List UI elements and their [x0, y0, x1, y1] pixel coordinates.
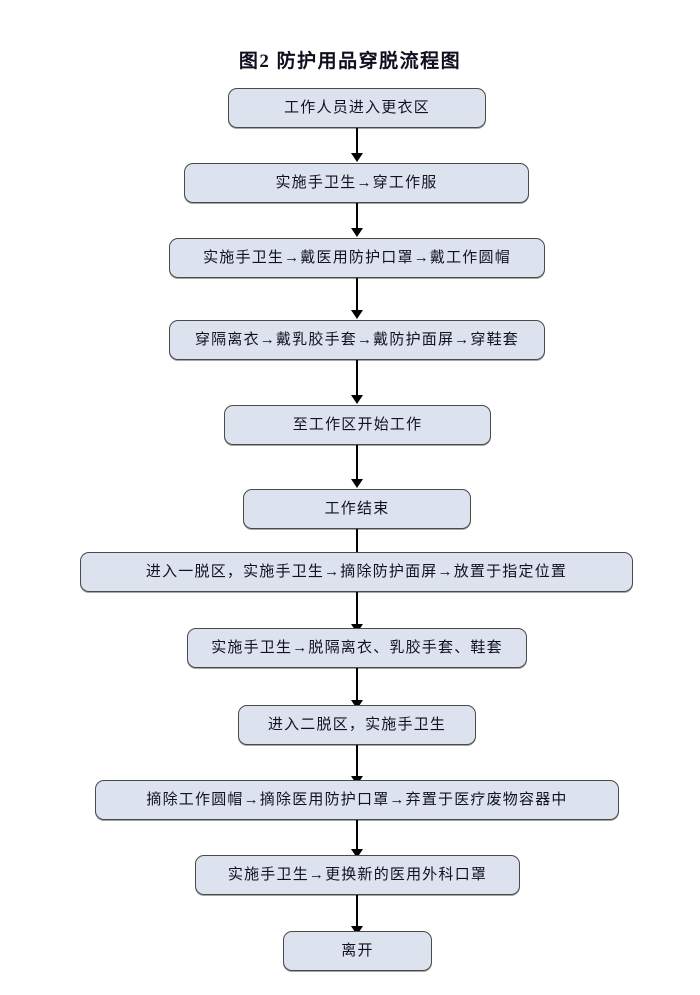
flow-node-12[interactable]: 离开 — [283, 931, 432, 971]
flow-node-11[interactable]: 实施手卫生→更换新的医用外科口罩 — [195, 855, 520, 895]
flow-arrow-2-3 — [350, 203, 364, 237]
flow-node-label: 实施手卫生→脱隔离衣、乳胶手套、鞋套 — [211, 640, 503, 656]
flow-node-7[interactable]: 进入一脱区，实施手卫生→摘除防护面屏→放置于指定位置 — [80, 552, 633, 592]
flow-node-4[interactable]: 穿隔离衣→戴乳胶手套→戴防护面屏→穿鞋套 — [169, 320, 545, 360]
flow-arrow-3-4 — [350, 278, 364, 319]
flow-node-1[interactable]: 工作人员进入更衣区 — [228, 88, 486, 128]
flow-node-label: 实施手卫生→穿工作服 — [275, 175, 438, 191]
flow-arrow-9-10 — [350, 745, 364, 785]
flow-node-label: 工作结束 — [324, 501, 390, 517]
flow-node-2[interactable]: 实施手卫生→穿工作服 — [184, 163, 529, 203]
flow-arrow-4-5 — [350, 360, 364, 404]
flow-node-5[interactable]: 至工作区开始工作 — [224, 405, 491, 445]
flow-node-label: 至工作区开始工作 — [292, 417, 423, 433]
flow-arrow-8-9 — [350, 668, 364, 709]
flow-node-label: 摘除工作圆帽→摘除医用防护口罩→弃置于医疗废物容器中 — [146, 792, 568, 808]
flow-node-label: 进入二脱区，实施手卫生 — [267, 717, 447, 733]
flow-arrow-5-6 — [350, 445, 364, 488]
flow-node-label: 穿隔离衣→戴乳胶手套→戴防护面屏→穿鞋套 — [194, 332, 519, 348]
flow-node-label: 工作人员进入更衣区 — [284, 100, 430, 116]
flow-node-6[interactable]: 工作结束 — [243, 489, 471, 529]
flow-node-label: 进入一脱区，实施手卫生→摘除防护面屏→放置于指定位置 — [145, 564, 568, 580]
flow-node-label: 实施手卫生→戴医用防护口罩→戴工作圆帽 — [203, 250, 511, 266]
flow-node-label: 离开 — [341, 943, 374, 959]
flow-node-3[interactable]: 实施手卫生→戴医用防护口罩→戴工作圆帽 — [169, 238, 545, 278]
flow-arrow-7-8 — [350, 592, 364, 633]
flow-node-8[interactable]: 实施手卫生→脱隔离衣、乳胶手套、鞋套 — [187, 628, 527, 668]
flow-node-label: 实施手卫生→更换新的医用外科口罩 — [227, 867, 488, 883]
page-title: 图2 防护用品穿脱流程图 — [238, 51, 462, 72]
flow-arrow-10-11 — [350, 820, 364, 858]
flow-arrow-1-2 — [350, 128, 364, 162]
flow-node-9[interactable]: 进入二脱区，实施手卫生 — [238, 705, 476, 745]
flow-node-10[interactable]: 摘除工作圆帽→摘除医用防护口罩→弃置于医疗废物容器中 — [95, 780, 619, 820]
flow-arrow-11-12 — [350, 895, 364, 935]
